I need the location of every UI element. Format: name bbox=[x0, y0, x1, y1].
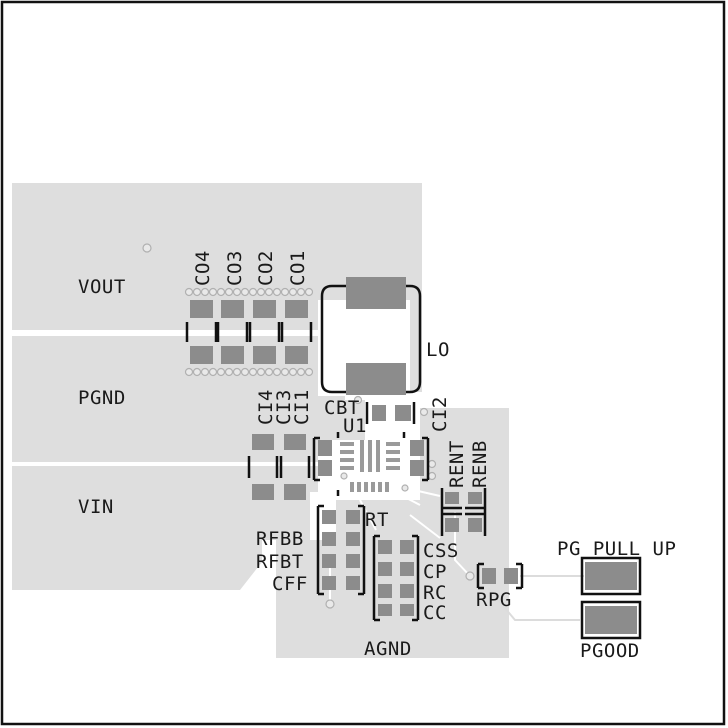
connector-pgood bbox=[580, 600, 642, 640]
ref-rt: RT bbox=[365, 509, 389, 531]
vin-zone bbox=[12, 466, 318, 590]
ref-css: CSS bbox=[423, 540, 459, 562]
ref-lo: LO bbox=[426, 339, 450, 361]
ref-ci2: CI2 bbox=[429, 396, 451, 432]
ref-ci1: CI1 bbox=[291, 389, 313, 425]
resistors-rent-renb bbox=[440, 488, 487, 536]
ic-u1 bbox=[312, 432, 430, 496]
ref-co3: CO3 bbox=[224, 250, 246, 286]
ref-u1: U1 bbox=[343, 415, 367, 437]
ic-pins bbox=[340, 440, 400, 492]
feedback-resistors bbox=[316, 504, 366, 596]
label-pgood: PGOOD bbox=[580, 640, 640, 662]
ref-cff: CFF bbox=[272, 573, 308, 595]
silkscreen-labels: VOUT PGND VIN AGND CO4 CO3 CO2 CO1 LO CI… bbox=[78, 250, 676, 662]
cap-cbt bbox=[365, 402, 416, 424]
agnd-zone bbox=[276, 408, 509, 658]
ref-renb: RENB bbox=[469, 440, 491, 488]
net-label-agnd: AGND bbox=[364, 638, 412, 660]
connector-pg-pull-up bbox=[580, 556, 642, 596]
ref-cp: CP bbox=[423, 561, 447, 583]
ref-cc: CC bbox=[423, 602, 447, 624]
net-label-pgnd: PGND bbox=[78, 387, 126, 409]
resistor-rpg bbox=[476, 562, 524, 590]
via-row-top bbox=[184, 287, 314, 297]
ref-rpg: RPG bbox=[476, 589, 512, 611]
vout-zone bbox=[12, 183, 422, 392]
ref-rc: RC bbox=[423, 582, 447, 604]
ref-ci3: CI3 bbox=[273, 389, 295, 425]
pgnd-zone bbox=[12, 336, 365, 462]
label-pg-pull-up: PG PULL UP bbox=[557, 538, 676, 560]
inductor-lo bbox=[320, 277, 422, 395]
compensation-network bbox=[372, 534, 420, 622]
ref-co1: CO1 bbox=[287, 250, 309, 286]
ref-co4: CO4 bbox=[192, 250, 214, 286]
via-row-bottom bbox=[184, 367, 314, 377]
ref-ci4: CI4 bbox=[255, 389, 277, 425]
copper-zones bbox=[12, 183, 509, 658]
ref-cbt: CBT bbox=[324, 397, 360, 419]
net-label-vin: VIN bbox=[78, 496, 114, 518]
ref-rent: RENT bbox=[446, 440, 468, 488]
input-capacitors bbox=[247, 434, 311, 500]
ref-rfbb: RFBB bbox=[256, 528, 304, 550]
net-label-vout: VOUT bbox=[78, 276, 126, 298]
ref-rfbt: RFBT bbox=[256, 551, 304, 573]
ref-co2: CO2 bbox=[255, 250, 277, 286]
output-capacitors bbox=[185, 300, 313, 364]
